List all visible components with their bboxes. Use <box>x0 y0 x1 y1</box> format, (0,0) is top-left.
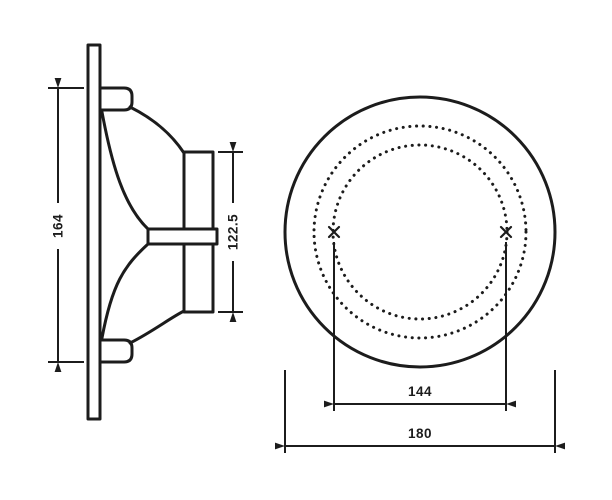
flange-lip-bottom <box>98 338 134 364</box>
cone-inner-curve-bottom <box>100 242 150 340</box>
hole-marker-left <box>327 225 341 239</box>
baffle-plate <box>86 43 102 421</box>
dimension-144: 144 <box>324 242 516 411</box>
pole-piece-bar <box>146 227 219 246</box>
flange-lip-top <box>98 86 134 112</box>
dimension-label-180: 180 <box>408 426 432 441</box>
dimension-180: 180 <box>275 370 565 453</box>
hole-marker-right <box>499 225 513 239</box>
front-view: 144 180 <box>275 95 565 453</box>
outer-rim-circle <box>283 95 557 369</box>
dimension-label-144: 144 <box>408 384 432 399</box>
cross-mark-stroke <box>499 225 513 239</box>
dimension-label-122-5: 122.5 <box>226 214 241 250</box>
cross-mark-stroke <box>327 225 341 239</box>
cone-outer-curve-top <box>128 105 186 155</box>
cone-inner-curve-top <box>100 110 150 231</box>
dotted-circle-inner <box>331 143 509 321</box>
dimension-122-5: 122.5 <box>218 142 243 322</box>
side-view: 164 122.5 <box>48 43 243 421</box>
cone-outer-curve-bottom <box>128 309 186 345</box>
dimension-label-164: 164 <box>51 214 66 238</box>
dotted-circle-outer <box>312 124 528 340</box>
dimension-164: 164 <box>48 78 84 372</box>
